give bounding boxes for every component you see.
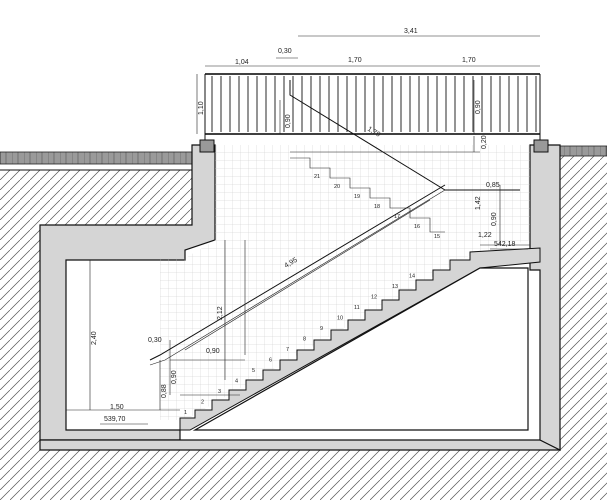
step-number: 15 — [434, 234, 440, 240]
step-number: 2 — [201, 400, 204, 406]
step-number: 3 — [218, 389, 221, 395]
step-number: 10 — [337, 316, 343, 322]
dim-landing-width: 1,50 — [110, 404, 124, 411]
step-number: 4 — [235, 379, 238, 385]
dim-right-d: 1,22 — [478, 232, 492, 239]
dim-total-width: 3,41 — [404, 28, 418, 35]
dim-bottom-offset: 0,30 — [148, 337, 162, 344]
step-number: 12 — [371, 295, 377, 301]
tiled-landing — [160, 258, 185, 420]
step-number: 19 — [354, 194, 360, 200]
tiled-wall — [185, 145, 530, 420]
dim-bottom-run: 0,90 — [206, 348, 220, 355]
dim-seg-d: 1,70 — [462, 57, 476, 64]
step-number: 9 — [320, 326, 323, 332]
dim-low-a: 0,88 — [161, 384, 168, 398]
step-number: 5 — [252, 368, 255, 374]
paving-strip — [0, 151, 193, 165]
step-number: 13 — [392, 284, 398, 290]
step-number: 1 — [184, 410, 187, 416]
step-number: 18 — [374, 204, 380, 210]
level-top: 542,18 — [494, 241, 516, 248]
dim-stair-rise: 2,12 — [217, 306, 224, 320]
lower-handrail — [149, 184, 446, 361]
dim-seg-b: 0,30 — [278, 48, 292, 55]
dim-low-b: 0,90 — [171, 370, 178, 384]
dim-right-b: 1,42 — [475, 196, 482, 210]
earth-right — [560, 152, 607, 500]
stair-flight — [179, 247, 541, 431]
dim-right-c: 0,90 — [491, 212, 498, 226]
dim-rail-height-right: 0,90 — [475, 100, 482, 114]
concrete-walls — [39, 139, 561, 451]
stair-plan-lines — [170, 151, 480, 361]
dimension-lines — [66, 35, 540, 411]
dim-right-a: 0,85 — [486, 182, 500, 189]
step-number: 7 — [286, 347, 289, 353]
step-number: 8 — [303, 337, 306, 343]
earth-left — [0, 170, 560, 500]
void-under-stair — [192, 267, 529, 431]
step-number: 16 — [414, 224, 420, 230]
balustrade — [204, 73, 541, 140]
dim-height-total: 2,40 — [91, 331, 98, 345]
dim-seg-a: 1,04 — [235, 59, 249, 66]
dim-sill: 0,20 — [481, 135, 488, 149]
level-bottom: 539,70 — [104, 416, 126, 423]
step-number: 17 — [394, 214, 400, 220]
step-number: 21 — [314, 174, 320, 180]
step-number: 14 — [409, 274, 415, 280]
step-number: 11 — [354, 305, 360, 311]
step-number: 6 — [269, 358, 272, 364]
dim-rail-height-left: 1,10 — [198, 101, 205, 115]
dim-seg-c: 1,70 — [348, 57, 362, 64]
dim-rail-height-mid: 0,90 — [285, 114, 292, 128]
step-number: 20 — [334, 184, 340, 190]
dim-upper-handrail: 1,70 — [366, 126, 381, 139]
